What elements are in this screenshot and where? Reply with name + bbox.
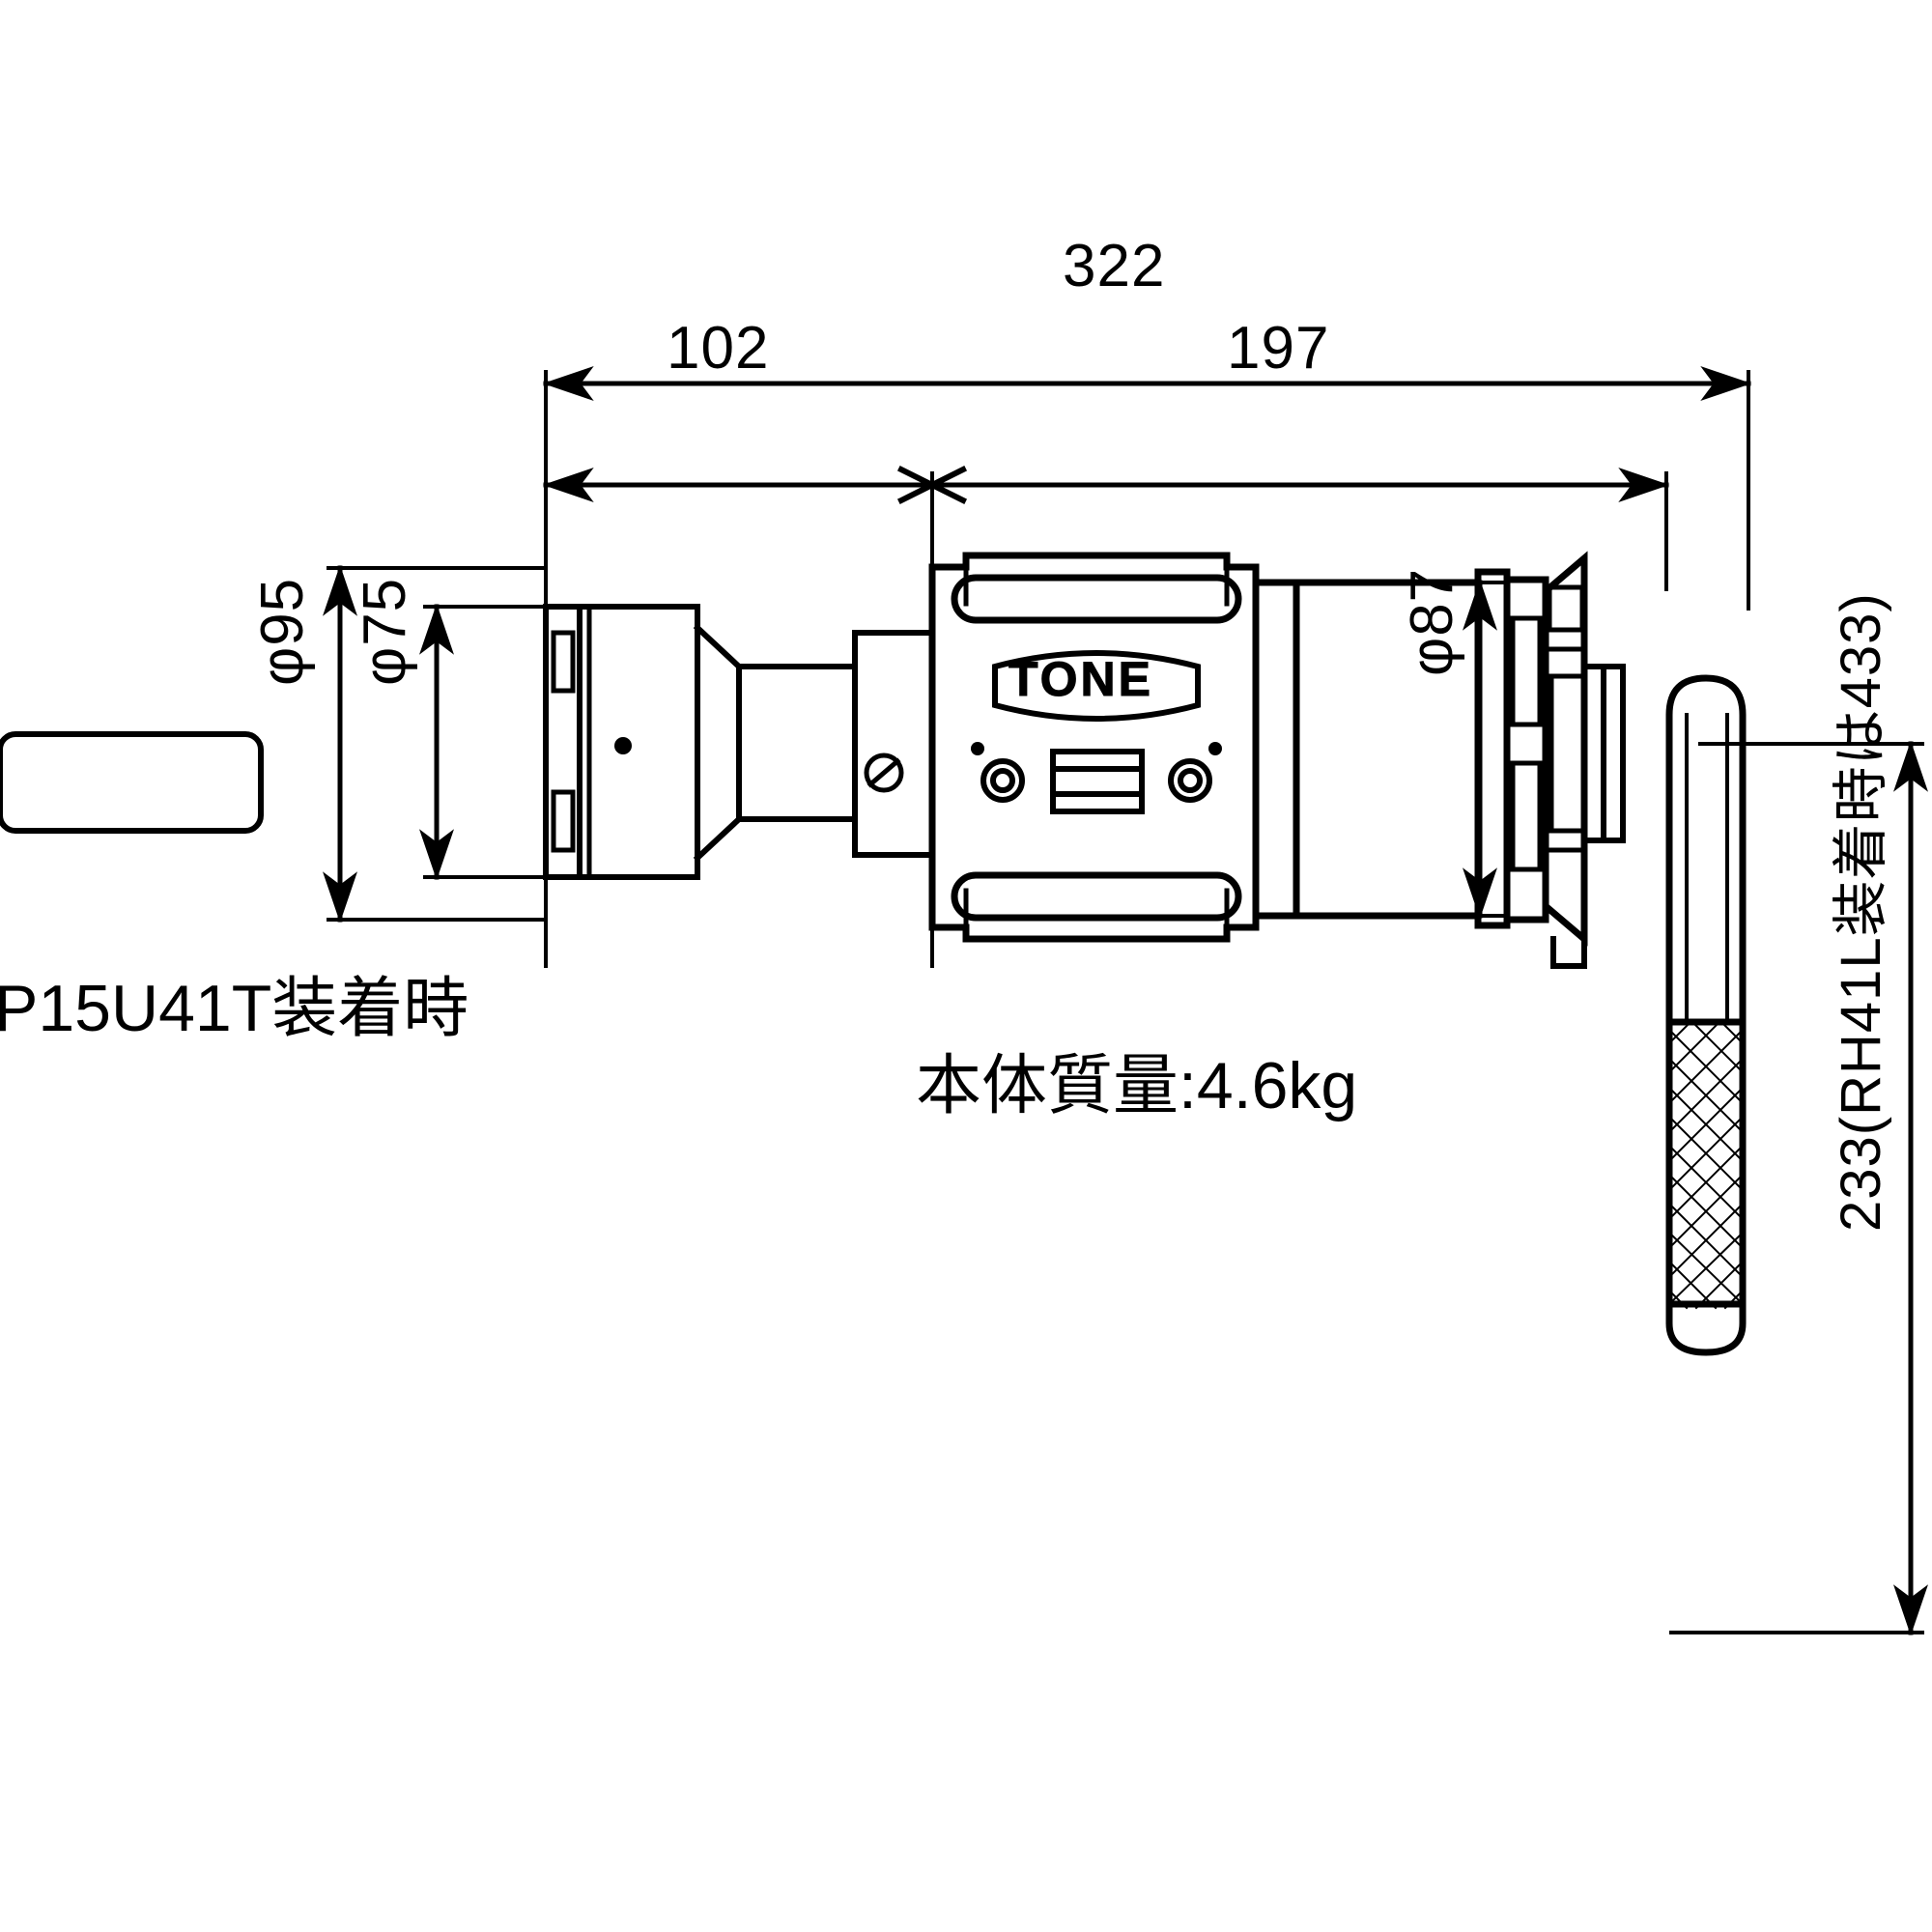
control-plate-bolts — [980, 758, 1212, 803]
dimension-label-102: 102 — [667, 315, 770, 382]
dimension-line-102-197 — [542, 465, 1670, 968]
dimension-line-phi95 — [323, 564, 548, 923]
dimension-label-197: 197 — [1227, 315, 1330, 382]
note-weight: 本体質量:4.6kg — [916, 1049, 1358, 1122]
reaction-bar — [1665, 674, 1747, 1356]
dimension-label-322: 322 — [1063, 233, 1166, 299]
dimension-label-phi75: φ75 — [352, 577, 418, 686]
housing-bottom-slot — [951, 871, 1242, 922]
tone-badge — [992, 650, 1201, 722]
socket-nose-assembly — [543, 604, 935, 880]
rear-cap-details — [1510, 615, 1587, 872]
dimension-line-phi75 — [419, 603, 548, 881]
housing-corner-brackets — [963, 564, 1230, 930]
rear-outlet-nub — [1550, 936, 1587, 969]
rear-end-cap — [1474, 551, 1588, 947]
control-plate — [0, 731, 1145, 834]
socket-pin-dot — [614, 737, 632, 754]
plate-rivet-right — [1208, 742, 1222, 755]
dimension-line-phi87 — [1463, 579, 1509, 920]
anvil-stub — [1581, 664, 1626, 843]
socket-detail-slots — [551, 604, 592, 880]
housing-top-slot — [951, 574, 1242, 624]
dimension-label-phi95: φ95 — [249, 577, 316, 686]
dimension-label-233-reaction-bar: 233(RH41L装着時は433) — [1830, 592, 1892, 1232]
neck-screw-detail — [864, 753, 904, 793]
plate-rivet-left — [971, 742, 984, 755]
note-attachment: P15U41T装着時 — [0, 972, 469, 1045]
dimension-label-phi87: φ87 — [1399, 567, 1465, 676]
reaction-bar-shaft-lines — [1685, 713, 1729, 1024]
rear-top-detail — [1547, 584, 1585, 633]
tone-logo-text: TONE — [1009, 652, 1153, 706]
reaction-bar-knurl — [1667, 1020, 1745, 1310]
dimension-line-233 — [1669, 740, 1928, 1636]
